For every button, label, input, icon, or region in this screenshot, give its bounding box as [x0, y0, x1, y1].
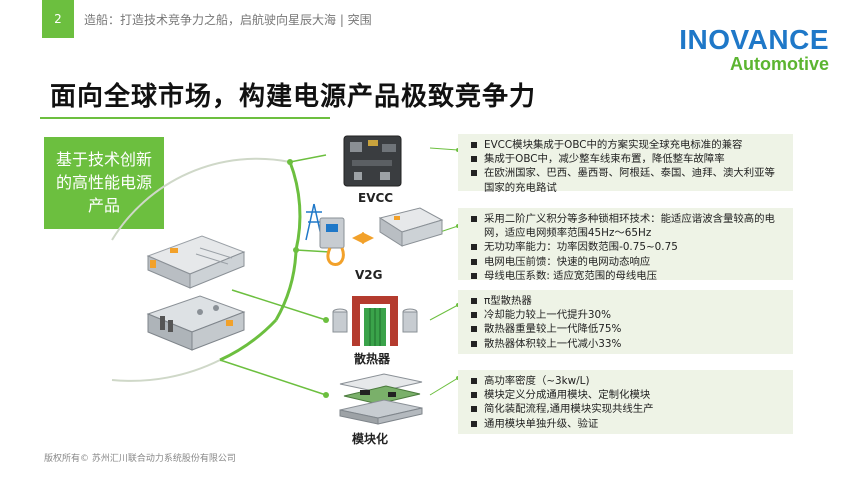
- list-item: 冷却能力较上一代提升30%: [468, 308, 783, 322]
- list-item: 无功功率能力：功率因数范围-0.75~0.75: [468, 240, 783, 254]
- heatsink-icon: [332, 296, 418, 346]
- arc-accent-upper: [288, 161, 302, 251]
- product-label-heatsink: 散热器: [354, 352, 391, 366]
- header-caption: 造船：打造技术竞争力之船，启航驶向星辰大海 | 突围: [84, 13, 372, 27]
- list-item: 在欧洲国家、巴西、墨西哥、阿根廷、泰国、迪拜、澳大利亚等国家的充电路试: [468, 166, 783, 194]
- feature-panel-v2g: 采用二阶广义积分等多种锁相环技术：能适应谐波含量较高的电网，适应电网频率范围45…: [458, 208, 793, 283]
- panel-link-1: [429, 147, 459, 151]
- panel-link-4: [429, 377, 459, 396]
- feature-list-evcc: EVCC模块集成于OBC中的方案实现全球充电标准的兼容 集成于OBC中，减少整车…: [468, 138, 783, 195]
- obc-unit-upper-icon: [146, 235, 246, 289]
- feature-list-modular: 高功率密度（~3kw/L) 模块定义分成通用模块、定制化模块 简化装配流程,通用…: [468, 374, 783, 431]
- list-item: 集成于OBC中，减少整车线束布置，降低整车故障率: [468, 152, 783, 166]
- list-item: 采用二阶广义积分等多种锁相环技术：能适应谐波含量较高的电网，适应电网频率范围45…: [468, 212, 783, 240]
- lower-arc: [111, 359, 221, 382]
- feature-list-v2g: 采用二阶广义积分等多种锁相环技术：能适应谐波含量较高的电网，适应电网频率范围45…: [468, 212, 783, 283]
- list-item: 通用模块单独升级、验证: [468, 417, 783, 431]
- connector-dot-4: [323, 392, 329, 398]
- copyright-footer: 版权所有© 苏州汇川联合动力系统股份有限公司: [44, 454, 236, 464]
- list-item: 简化装配流程,通用模块实现共线生产: [468, 402, 783, 416]
- list-item: 母线电压系数: 适应宽范围的母线电压: [468, 269, 783, 283]
- product-label-v2g: V2G: [355, 268, 383, 282]
- modular-stack-icon: [339, 373, 423, 425]
- feature-list-heatsink: π型散热器 冷却能力较上一代提升30% 散热器重量较上一代降低75% 散热器体积…: [468, 294, 783, 351]
- list-item: EVCC模块集成于OBC中的方案实现全球充电标准的兼容: [468, 138, 783, 152]
- logo-main-text: INOVANCE: [679, 24, 829, 55]
- title-underline: [40, 117, 330, 119]
- list-item: 电网电压前馈：快速的电网动态响应: [468, 255, 783, 269]
- connector-dot-3: [323, 317, 329, 323]
- list-item: 散热器重量较上一代降低75%: [468, 322, 783, 336]
- evcc-module-icon: [343, 135, 402, 187]
- list-item: 高功率密度（~3kw/L): [468, 374, 783, 388]
- list-item: 模块定义分成通用模块、定制化模块: [468, 388, 783, 402]
- v2g-charging-icon: [305, 203, 444, 266]
- side-feature-box: 基于技术创新的高性能电源产品: [44, 137, 164, 229]
- arc-accent-middle: [274, 249, 298, 321]
- brand-logo: INOVANCE Automotive: [679, 26, 829, 76]
- product-label-evcc: EVCC: [358, 191, 394, 205]
- connector-line-4: [219, 359, 327, 396]
- page-title: 面向全球市场，构建电源产品极致竞争力: [50, 82, 537, 112]
- connector-line-1: [289, 154, 327, 163]
- list-item: 散热器体积较上一代减小33%: [468, 337, 783, 351]
- feature-panel-evcc: EVCC模块集成于OBC中的方案实现全球充电标准的兼容 集成于OBC中，减少整车…: [458, 134, 793, 194]
- logo-sub-text: Automotive: [730, 54, 829, 74]
- side-feature-text: 基于技术创新的高性能电源产品: [55, 150, 152, 215]
- feature-panel-modular: 高功率密度（~3kw/L) 模块定义分成通用模块、定制化模块 简化装配流程,通用…: [458, 370, 793, 434]
- panel-link-3: [429, 304, 459, 321]
- obc-unit-lower-icon: [146, 295, 246, 351]
- list-item: π型散热器: [468, 294, 783, 308]
- product-label-modular: 模块化: [352, 432, 389, 446]
- connector-dot-2: [293, 247, 299, 253]
- slide-number: 2: [42, 0, 74, 38]
- connector-dot-1: [287, 159, 293, 165]
- feature-panel-heatsink: π型散热器 冷却能力较上一代提升30% 散热器重量较上一代降低75% 散热器体积…: [458, 290, 793, 354]
